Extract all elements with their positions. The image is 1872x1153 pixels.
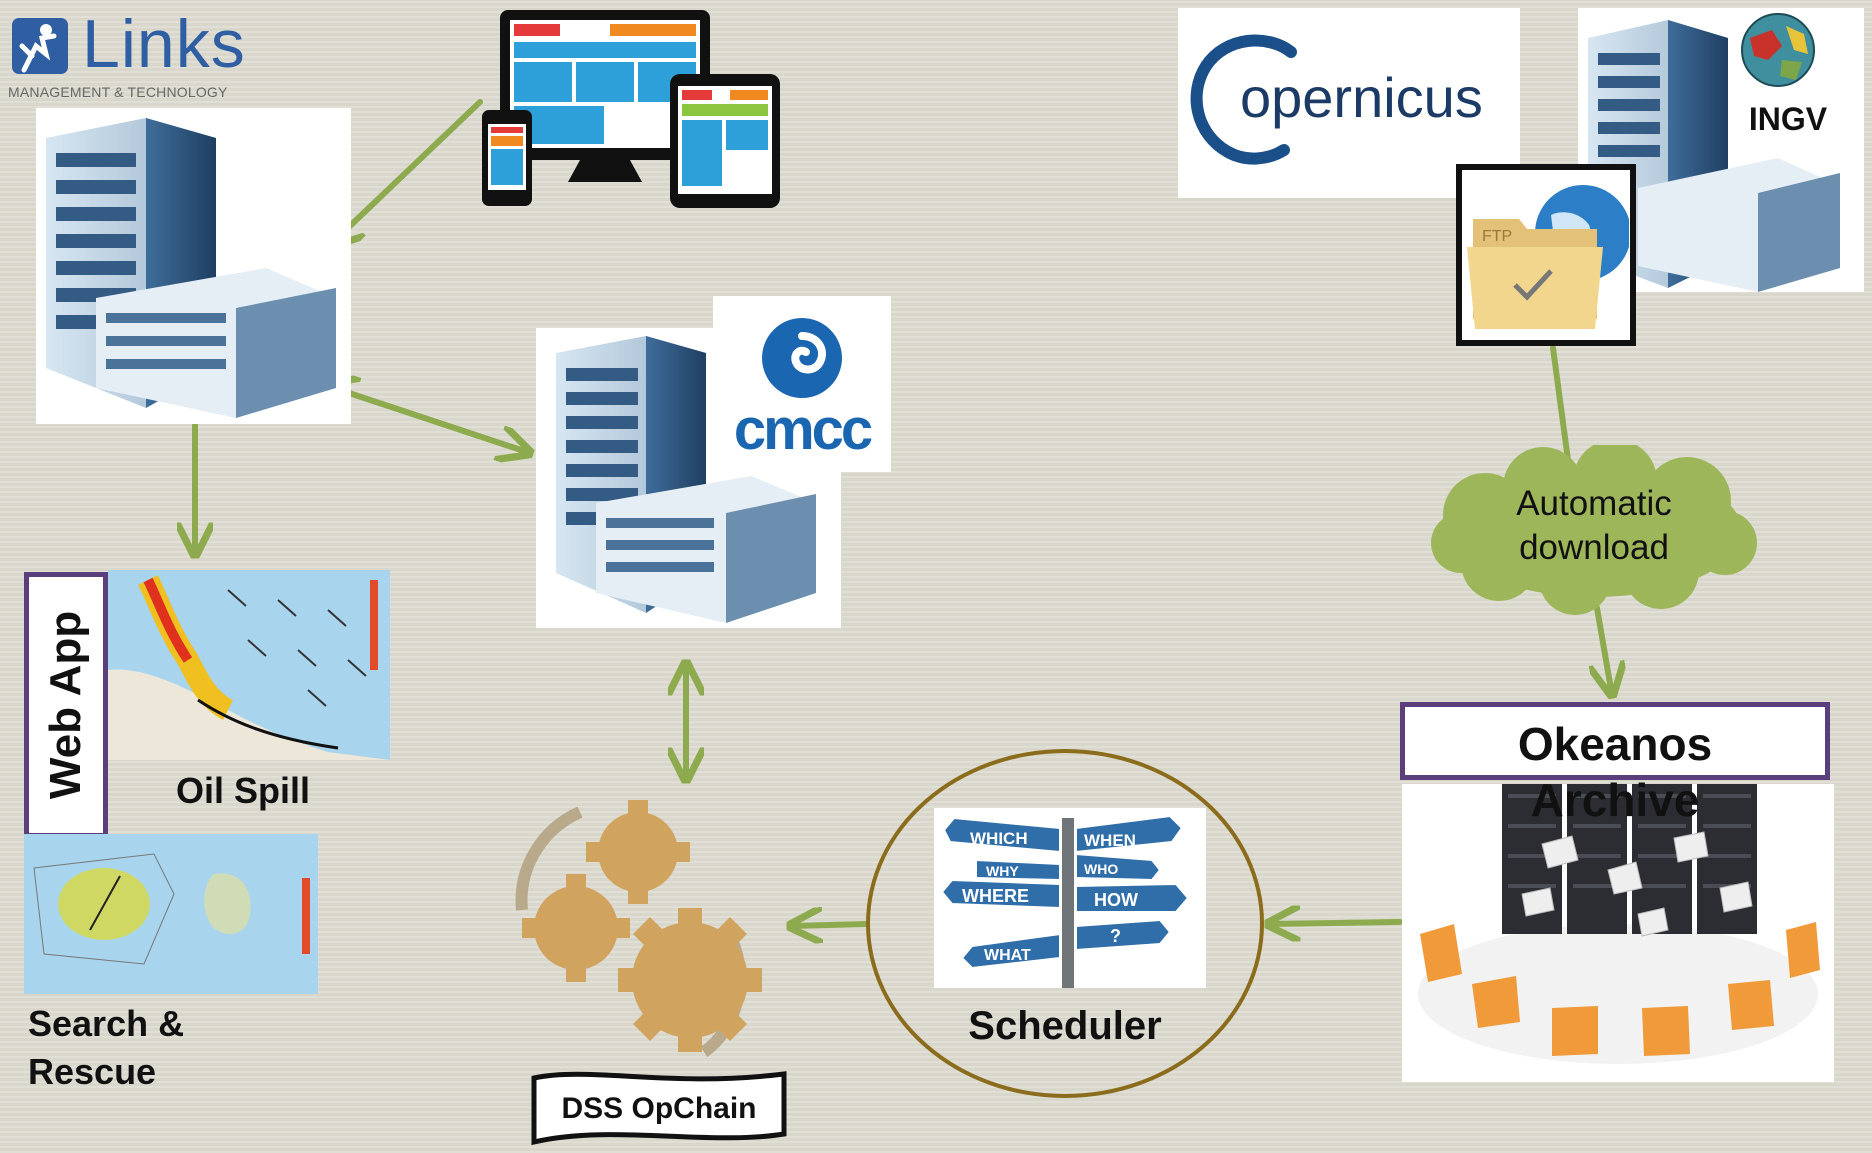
scheduler-label: Scheduler [968,1004,1162,1048]
links-logo-icon [12,18,68,74]
web-app-box [24,572,108,838]
swirl-icon [762,318,842,398]
globe-icon [1741,13,1815,87]
ftp-folder: FTP [1456,164,1636,346]
sign-why: WHY [986,863,1019,879]
arrow-links-cmcc [325,385,530,453]
search-rescue-label: Search & Rescue [28,1000,184,1096]
oil-spill-label: Oil Spill [176,770,311,811]
archive-illustration [1402,784,1834,1082]
sign-which: WHICH [970,829,1028,848]
office-building-icon [46,118,336,418]
scheduler-ring [866,749,1264,1098]
archive-title-box [1400,702,1830,780]
automatic-download-cloud [1431,445,1757,615]
search-rescue-map [24,834,318,994]
ingv-text: INGV [1748,101,1828,137]
archive-title: Okeanos Archive [1400,716,1830,828]
oil-spill-map [108,570,390,760]
ftp-text: FTP [1482,228,1513,245]
sign-what: WHAT [984,947,1031,964]
ftp-folder-icon [1467,185,1629,329]
cloud-line-1: Automatic [1516,484,1672,523]
links-tagline: MANAGEMENT & TECHNOLOGY [8,84,228,100]
arrow-devices-to-links [330,99,483,245]
copernicus-text: opernicus [1240,66,1483,129]
copernicus-c-icon [1190,34,1297,165]
search-rescue-line-1: Search & [28,1003,185,1044]
arrow-ftp-to-cloud [1550,345,1571,463]
sign-how: HOW [1094,890,1138,910]
sign-when: WHEN [1084,831,1136,850]
archive-line-1: Okeanos [1517,718,1713,770]
cloud-text: Automatic download [1425,482,1763,570]
oil-spill-map-graphic [108,575,390,760]
dss-label: DSS OpChain [561,1092,757,1125]
links-logo: Links MANAGEMENT & TECHNOLOGY [8,8,288,104]
cmcc-text: cmcc [733,397,873,462]
sign-where: WHERE [962,886,1029,906]
search-rescue-line-2: Rescue [28,1051,157,1092]
web-app-title: Web App [41,610,90,800]
signpost-icon: WHICH WHEN WHY WHO WHERE HOW WHAT ? [934,808,1206,988]
arrow-cloud-to-archive [1597,605,1612,695]
cloud-line-2: download [1519,528,1669,567]
links-brand: Links [82,6,246,82]
sign-who: WHO [1084,861,1118,877]
devices-icon [482,10,780,208]
search-rescue-map-graphic [33,853,310,965]
gears-icon [515,800,762,1057]
server-archive-icon [1418,784,1820,1064]
cmcc-building [536,328,841,628]
office-building-icon [556,336,816,623]
sign-question: ? [1110,926,1121,946]
archive-line-2: Archive [1530,774,1700,826]
arrow-scheduler-to-dss [790,924,870,926]
dss-banner [531,1071,787,1146]
cmcc-logo: cmcc [713,296,891,472]
arrow-archive-to-scheduler [1268,922,1403,924]
links-building [36,108,351,424]
